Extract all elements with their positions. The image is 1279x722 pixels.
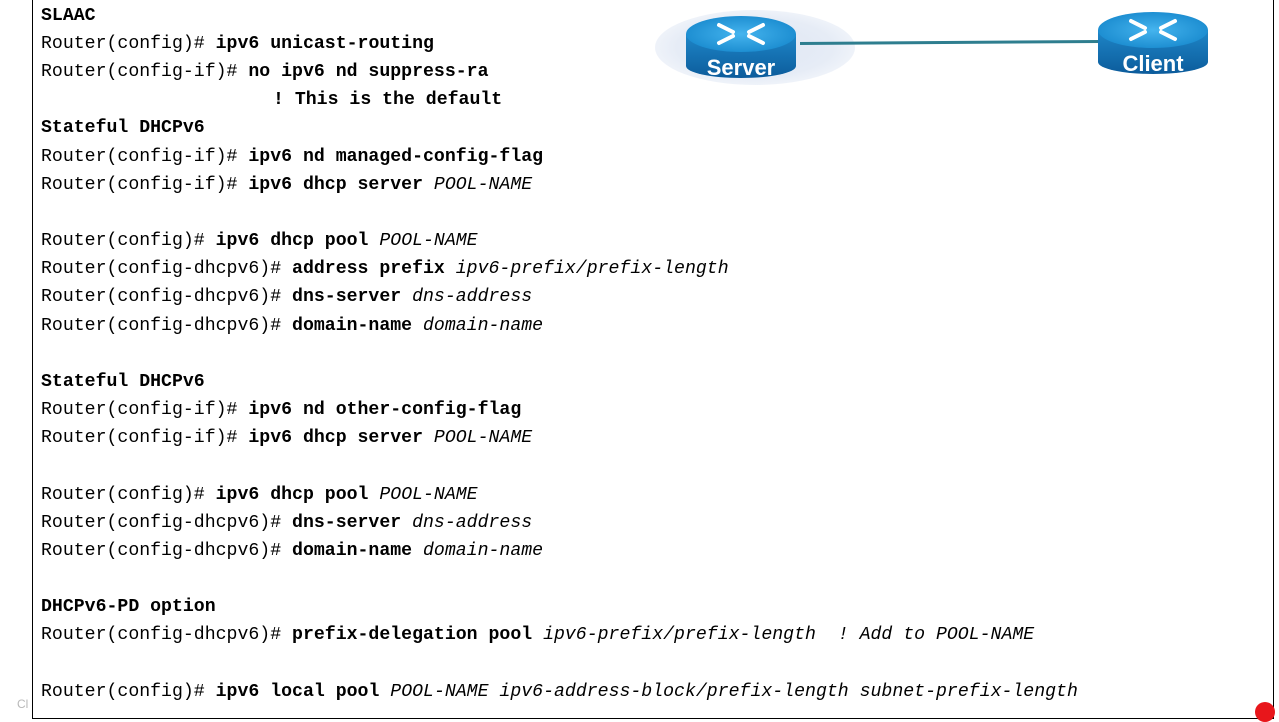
client-router: Client [1098, 8, 1208, 78]
code-line: Router(config-if)# no ipv6 nd suppress-r… [41, 60, 489, 84]
cli-prompt: Router(config)# [41, 231, 216, 251]
cli-prompt: Router(config-dhcpv6)# [41, 513, 293, 533]
cli-command: dns-server [292, 287, 413, 307]
code-line: Router(config-dhcpv6)# prefix-delegation… [41, 623, 1034, 647]
cli-command: dns-server [292, 513, 413, 533]
cli-prompt: Router(config-if)# [41, 400, 249, 420]
server-label: Server [706, 55, 776, 80]
cli-argument: domain-name [423, 541, 544, 561]
cli-argument: POOL-NAME ipv6-address-block/prefix-leng… [390, 682, 1078, 702]
cli-prompt: Router(config-dhcpv6)# [41, 259, 293, 279]
code-line: Router(config)# ipv6 dhcp pool POOL-NAME [41, 229, 478, 253]
cli-command: ipv6 dhcp server [248, 428, 434, 448]
cli-command: ipv6 local pool [215, 682, 391, 702]
cli-argument: POOL-NAME [379, 485, 478, 505]
cli-argument: POOL-NAME [433, 175, 533, 195]
section-heading-stateless: Stateful DHCPv6 [41, 372, 205, 392]
cli-command: address prefix [292, 259, 456, 279]
cli-argument: domain-name [423, 316, 544, 336]
section-heading-slaac: SLAAC [41, 6, 96, 26]
cli-argument: POOL-NAME [433, 428, 533, 448]
cli-argument: ipv6-prefix/prefix-length [455, 259, 729, 279]
client-label: Client [1122, 51, 1184, 76]
code-line: Router(config-if)# ipv6 nd other-config-… [41, 398, 521, 422]
recording-indicator [1255, 702, 1275, 722]
cli-command: domain-name [292, 541, 424, 561]
router-arrows-icon [1129, 19, 1177, 41]
code-line: Router(config)# ipv6 unicast-routing [41, 32, 434, 56]
code-line: Router(config-if)# ipv6 nd managed-confi… [41, 145, 543, 169]
section-heading-stateful: Stateful DHCPv6 [41, 118, 205, 138]
cli-command: no ipv6 nd suppress-ra [248, 62, 489, 82]
cli-prompt: Router(config)# [41, 34, 216, 54]
cli-prompt: Router(config-dhcpv6)# [41, 625, 293, 645]
cli-argument: dns-address [412, 287, 533, 307]
code-line: Router(config-if)# ipv6 dhcp server POOL… [41, 173, 532, 197]
cli-prompt: Router(config-if)# [41, 175, 249, 195]
cli-prompt: Router(config-dhcpv6)# [41, 316, 293, 336]
network-diagram: Server Client [650, 0, 1220, 95]
cli-command: ipv6 nd other-config-flag [248, 400, 522, 420]
code-line: Router(config-if)# ipv6 dhcp server POOL… [41, 426, 532, 450]
cli-prompt: Router(config-if)# [41, 428, 249, 448]
cli-command: domain-name [292, 316, 424, 336]
cli-argument: ipv6-prefix/prefix-length ! Add to POOL-… [543, 625, 1035, 645]
cli-comment: ! This is the default [273, 90, 503, 110]
code-line: Router(config-dhcpv6)# domain-name domai… [41, 314, 543, 338]
cli-argument: dns-address [412, 513, 533, 533]
code-line: Router(config-dhcpv6)# address prefix ip… [41, 257, 729, 281]
cli-argument: POOL-NAME [379, 231, 478, 251]
code-line: Router(config)# ipv6 dhcp pool POOL-NAME [41, 483, 478, 507]
cli-prompt: Router(config-if)# [41, 62, 249, 82]
section-heading-pd: DHCPv6-PD option [41, 597, 216, 617]
code-line: Router(config-dhcpv6)# dns-server dns-ad… [41, 285, 532, 309]
footer-text: Cl [17, 697, 29, 711]
code-line: ! This is the default [273, 88, 502, 112]
code-line: Router(config-dhcpv6)# domain-name domai… [41, 539, 543, 563]
cli-command: ipv6 nd managed-config-flag [248, 147, 544, 167]
cli-prompt: Router(config-dhcpv6)# [41, 287, 293, 307]
cli-command: ipv6 dhcp pool [215, 231, 380, 251]
cli-command: ipv6 dhcp pool [215, 485, 380, 505]
cli-command: ipv6 unicast-routing [215, 34, 434, 54]
slide-frame [32, 0, 1274, 719]
cli-prompt: Router(config)# [41, 485, 216, 505]
router-arrows-icon [717, 23, 765, 45]
cli-prompt: Router(config)# [41, 682, 216, 702]
cli-command: ipv6 dhcp server [248, 175, 434, 195]
server-router: Server [686, 12, 796, 82]
code-line: Router(config-dhcpv6)# dns-server dns-ad… [41, 511, 532, 535]
cli-prompt: Router(config-dhcpv6)# [41, 541, 293, 561]
cli-prompt: Router(config-if)# [41, 147, 249, 167]
cli-command: prefix-delegation pool [292, 625, 544, 645]
code-line: Router(config)# ipv6 local pool POOL-NAM… [41, 680, 1078, 704]
